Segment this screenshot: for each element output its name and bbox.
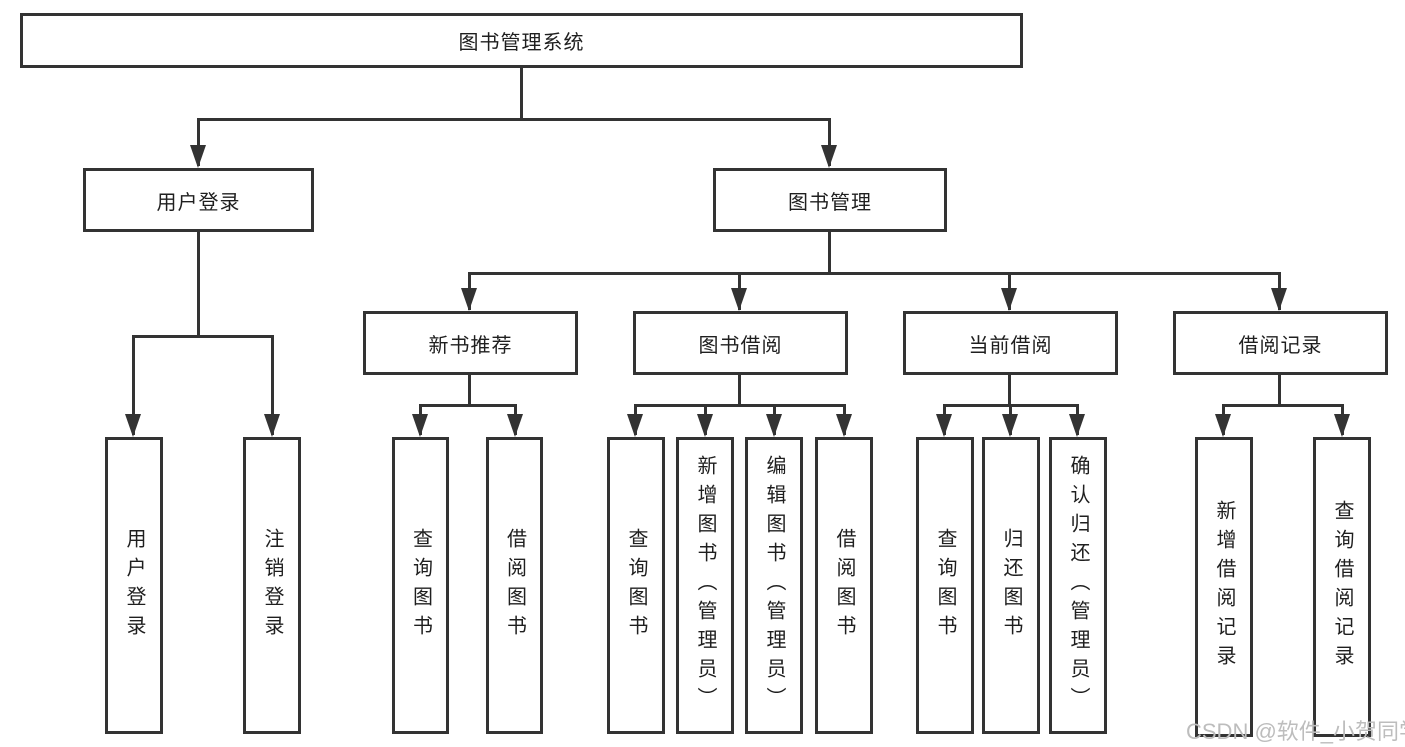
arrowhead-icon: [1215, 414, 1231, 437]
arrowhead-icon: [766, 414, 782, 437]
connector-newbooks-down: [468, 375, 471, 407]
arrowhead-icon: [125, 414, 141, 437]
arrowhead-icon: [936, 414, 952, 437]
node-new-book-recommend: 新书推荐: [363, 311, 578, 375]
connector-userlogin-hline: [132, 335, 274, 338]
node-label: 查询图书: [409, 527, 432, 644]
leaf-edit-books-admin: 编辑图书（管理员）: [745, 437, 803, 734]
connector-level2-hline: [197, 118, 831, 121]
arrowhead-icon: [1334, 414, 1350, 437]
connector-userlogin-down: [197, 232, 200, 336]
node-current-borrow: 当前借阅: [903, 311, 1118, 375]
node-label: 图书管理: [788, 191, 872, 214]
arrowhead-icon: [627, 414, 643, 437]
connector-bookmgmt-stem: [828, 118, 831, 166]
arrowhead-icon: [190, 145, 206, 168]
node-label: 图书借阅: [698, 334, 783, 357]
leaf-borrow-books-newbooks: 借阅图书: [486, 437, 543, 734]
node-label: 借阅图书: [833, 527, 855, 644]
leaf-borrow-books: 借阅图书: [815, 437, 873, 734]
node-label: 注销登录: [261, 527, 283, 644]
connector-currentborrow-down: [1008, 375, 1011, 407]
arrowhead-icon: [1001, 288, 1017, 311]
leaf-logout: 注销登录: [243, 437, 301, 734]
arrowhead-icon: [1069, 414, 1085, 437]
node-label: 查询借阅记录: [1331, 500, 1353, 674]
node-label: 用户登录: [156, 191, 241, 214]
connector-leaf-stem: [132, 335, 135, 435]
arrowhead-icon: [461, 288, 477, 311]
arrowhead-icon: [836, 414, 852, 437]
arrowhead-icon: [1002, 414, 1018, 437]
leaf-confirm-return-admin: 确认归还（管理员）: [1049, 437, 1107, 734]
node-label: 归还图书: [1000, 527, 1022, 644]
arrowhead-icon: [731, 288, 747, 311]
leaf-query-books-newbooks: 查询图书: [392, 437, 449, 734]
node-user-login: 用户登录: [83, 168, 314, 232]
arrowhead-icon: [507, 414, 523, 437]
connector-bookborrow-down: [738, 375, 741, 407]
arrowhead-icon: [412, 414, 428, 437]
csdn-watermark: CSDN @软件_小贺同学: [1186, 719, 1405, 744]
connector-bookborrow-hline: [634, 404, 846, 407]
connector-leaf-stem: [271, 335, 274, 435]
arrowhead-icon: [697, 414, 713, 437]
connector-borrowrecords-hline: [1222, 404, 1344, 407]
node-label: 图书管理系统: [458, 32, 585, 54]
leaf-user-login: 用户登录: [105, 437, 163, 734]
leaf-add-books-admin: 新增图书（管理员）: [676, 437, 734, 734]
leaf-return-books: 归还图书: [982, 437, 1040, 734]
node-label: 新增借阅记录: [1213, 500, 1235, 674]
node-label: 借阅记录: [1238, 334, 1323, 357]
node-label: 编辑图书（管理员）: [763, 455, 785, 716]
connector-root-stem: [520, 68, 523, 120]
node-label: 用户登录: [123, 527, 145, 644]
node-label: 新增图书（管理员）: [694, 455, 716, 716]
node-label: 查询图书: [625, 527, 647, 644]
node-book-borrow: 图书借阅: [633, 311, 848, 375]
connector-bookmgmt-down: [828, 232, 831, 275]
node-label: 查询图书: [934, 527, 956, 644]
connector-borrowrecords-down: [1278, 375, 1281, 407]
node-label: 新书推荐: [428, 334, 513, 357]
connector-newbooks-hline: [419, 404, 517, 407]
connector-level3-hline: [468, 272, 1281, 275]
node-label: 确认归还（管理员）: [1067, 455, 1089, 716]
leaf-query-borrow-record: 查询借阅记录: [1313, 437, 1371, 737]
leaf-query-books-current: 查询图书: [916, 437, 974, 734]
arrowhead-icon: [1271, 288, 1287, 311]
arrowhead-icon: [264, 414, 280, 437]
connector-userlogin-stem: [197, 118, 200, 166]
leaf-query-books-borrow: 查询图书: [607, 437, 665, 734]
node-book-management: 图书管理: [713, 168, 947, 232]
arrowhead-icon: [821, 145, 837, 168]
leaf-add-borrow-record: 新增借阅记录: [1195, 437, 1253, 737]
node-label: 借阅图书: [503, 527, 526, 644]
node-library-system: 图书管理系统: [20, 13, 1023, 68]
node-label: 当前借阅: [968, 334, 1053, 357]
node-borrow-records: 借阅记录: [1173, 311, 1388, 375]
